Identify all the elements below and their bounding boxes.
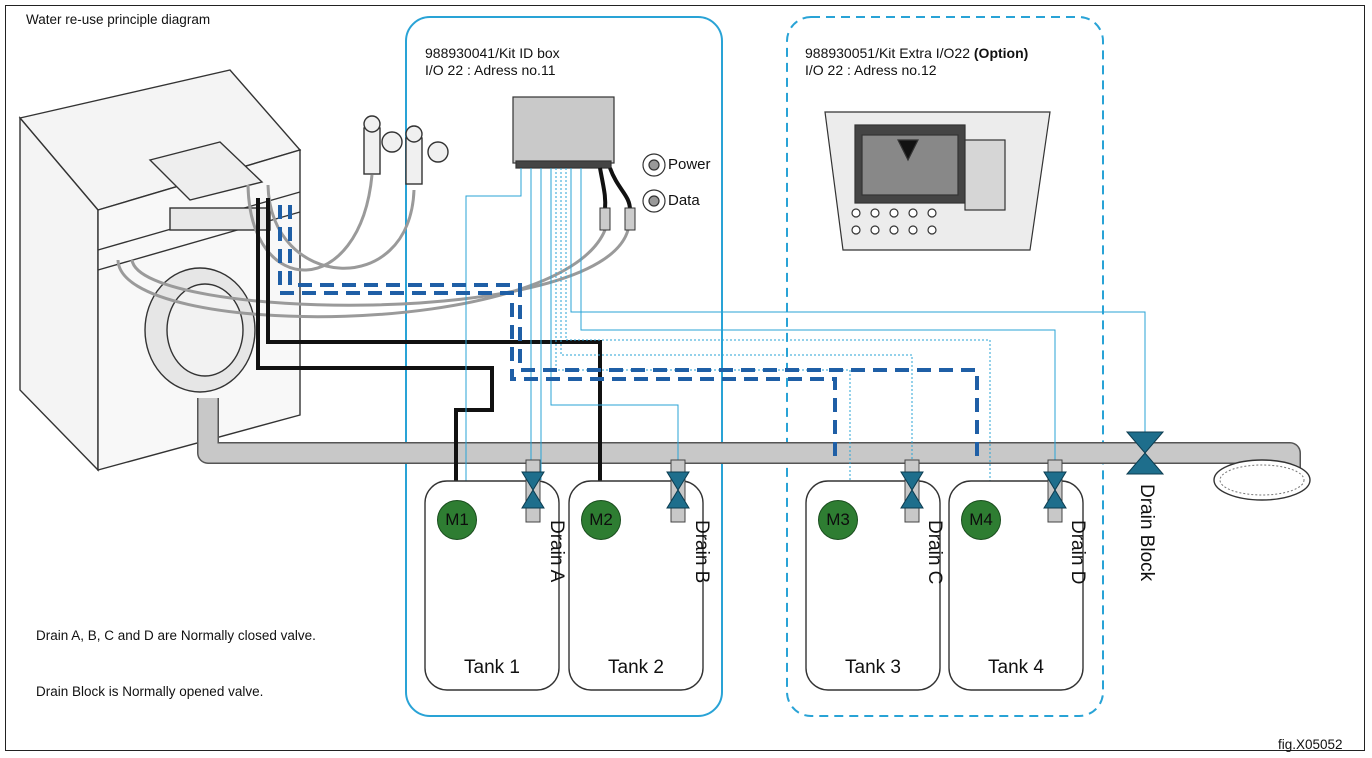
dashed-wiring	[278, 205, 979, 460]
drain-a-label: Drain A	[546, 520, 567, 583]
tank-1-label: Tank 1	[464, 657, 520, 678]
kit-extra-line1: 988930051/Kit Extra I/O22 (Option)	[805, 45, 1028, 62]
valve-b-top	[666, 471, 690, 491]
valve-d-top	[1043, 471, 1067, 491]
tank-3-label: Tank 3	[845, 657, 901, 678]
valve-c-top	[900, 471, 924, 491]
motor-m1: M1	[437, 500, 477, 540]
kit-extra-line1-main: 988930051/Kit Extra I/O22	[805, 45, 974, 61]
signal-lines	[465, 168, 1146, 500]
motor-m4: M4	[961, 500, 1001, 540]
motor-m3: M3	[818, 500, 858, 540]
hoses	[116, 174, 630, 319]
cables-power	[256, 167, 632, 500]
figure-id: fig.X05052	[1278, 737, 1343, 752]
valve-a-top	[521, 471, 545, 491]
note-normally-closed: Drain A, B, C and D are Normally closed …	[36, 628, 316, 643]
extra-io-board	[824, 111, 1051, 251]
motor-m2: M2	[581, 500, 621, 540]
valve-block-bottom	[1125, 452, 1165, 475]
note-normally-opened: Drain Block is Normally opened valve.	[36, 684, 264, 699]
data-label: Data	[668, 192, 700, 209]
connector-icons	[642, 153, 666, 213]
tank-4-label: Tank 4	[988, 657, 1044, 678]
control-box	[512, 96, 615, 169]
drain-b-label: Drain B	[691, 520, 712, 584]
drain-block-label: Drain Block	[1136, 484, 1157, 582]
drain-c-label: Drain C	[924, 520, 945, 585]
valve-b-bottom	[666, 489, 690, 509]
diagram-frame	[5, 5, 1365, 751]
valve-a-bottom	[521, 489, 545, 509]
power-label: Power	[668, 156, 711, 173]
kit-extra-option-tag: (Option)	[973, 45, 1029, 61]
cable-connectors	[599, 207, 636, 231]
kit-id-box-line1: 988930041/Kit ID box	[425, 45, 560, 61]
kit-extra-outline	[786, 16, 1104, 717]
diagram-title: Water re-use principle diagram	[26, 12, 211, 27]
valve-block-top	[1125, 431, 1165, 454]
kit-extra-line2: I/O 22 : Adress no.12	[805, 62, 937, 78]
valve-d-bottom	[1043, 489, 1067, 509]
main-drain-pipe	[197, 398, 1311, 501]
valves	[521, 431, 1165, 509]
water-taps	[363, 115, 449, 185]
kit-id-box-line2: I/O 22 : Adress no.11	[425, 62, 556, 78]
tank-2-label: Tank 2	[608, 657, 664, 678]
valve-c-bottom	[900, 489, 924, 509]
drain-d-label: Drain D	[1067, 520, 1088, 585]
